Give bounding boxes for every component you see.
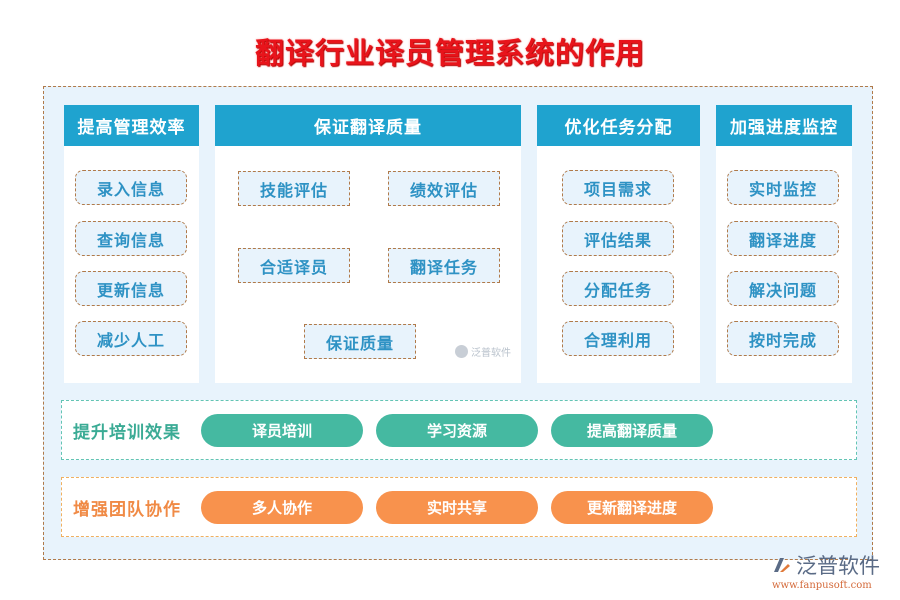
watermark-url: www.fanpusoft.com (772, 580, 872, 591)
item-box: 录入信息 (75, 170, 187, 205)
item-box: 绩效评估 (388, 171, 500, 206)
fanpu-logo-icon (455, 345, 468, 358)
row-training-effect: 提升培训效果 译员培训 学习资源 提高翻译质量 (61, 400, 857, 460)
item-box: 技能评估 (238, 171, 350, 206)
chip: 更新翻译进度 (551, 490, 713, 524)
item-box: 更新信息 (75, 271, 187, 306)
page-title: 翻译行业译员管理系统的作用 (254, 36, 645, 70)
item-box: 合适译员 (238, 248, 350, 283)
column-header: 加强进度监控 (716, 105, 852, 146)
item-box: 按时完成 (727, 321, 839, 356)
column-header: 提高管理效率 (64, 105, 199, 146)
column-header: 优化任务分配 (537, 105, 700, 146)
row-label: 提升培训效果 (73, 422, 181, 443)
row-label: 增强团队协作 (73, 499, 181, 520)
item-box: 解决问题 (727, 271, 839, 306)
chip: 提高翻译质量 (551, 413, 713, 447)
chip: 学习资源 (376, 413, 538, 447)
item-box: 项目需求 (562, 170, 674, 205)
watermark-small: 泛普软件 (455, 344, 511, 359)
item-box: 查询信息 (75, 221, 187, 256)
item-box: 翻译任务 (388, 248, 500, 283)
item-box: 翻译进度 (727, 221, 839, 256)
item-box: 减少人工 (75, 321, 187, 356)
chip: 译员培训 (201, 413, 363, 447)
chip: 多人协作 (201, 490, 363, 524)
item-box: 评估结果 (562, 221, 674, 256)
item-box: 实时监控 (727, 170, 839, 205)
item-box: 保证质量 (304, 324, 416, 359)
column-header: 保证翻译质量 (215, 105, 521, 146)
watermark-brand: 泛普软件 www.fanpusoft.com (770, 550, 895, 591)
item-box: 分配任务 (562, 271, 674, 306)
fanpu-logo-icon (770, 554, 792, 576)
row-team-collaboration: 增强团队协作 多人协作 实时共享 更新翻译进度 (61, 477, 857, 537)
item-box: 合理利用 (562, 321, 674, 356)
chip: 实时共享 (376, 490, 538, 524)
